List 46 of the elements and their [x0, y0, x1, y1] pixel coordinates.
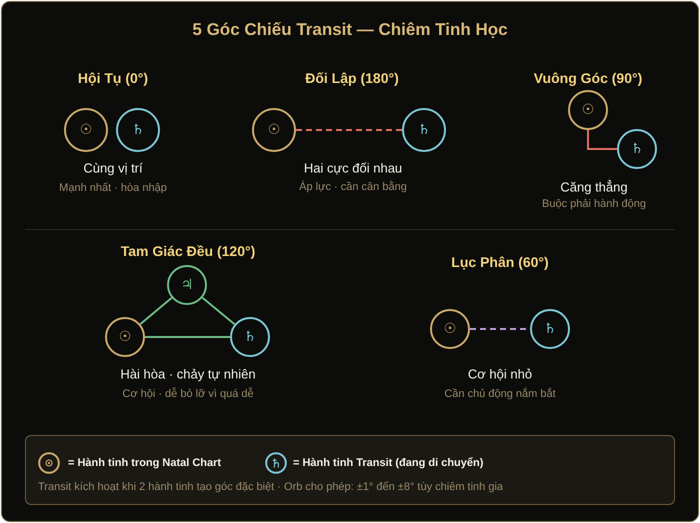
aspect-note: Cơ hội · dễ bỏ lỡ vì quá dễ: [122, 388, 254, 400]
planet-symbol: ♄: [132, 123, 144, 137]
planet-circle: [617, 129, 657, 169]
planet-circle: [116, 108, 160, 152]
planet-circle: [530, 309, 570, 349]
aspect-line: [140, 297, 172, 325]
aspect-title: Vuông Góc (90°): [534, 70, 642, 86]
aspect-line: [145, 336, 230, 338]
planet-circle: [568, 90, 608, 130]
planet-symbol: ♃: [180, 278, 194, 292]
aspect-meaning: Hai cực đối nhau: [304, 160, 402, 176]
aspect-note: Cần chủ động nắm bắt: [444, 388, 556, 400]
aspect-title: Tam Giác Đều (120°): [120, 243, 256, 259]
planet-symbol: ♄: [244, 330, 256, 344]
aspect-note: Mạnh nhất · hòa nhập: [59, 182, 167, 194]
legend-label: = Hành tinh Transit (đang di chuyển): [293, 457, 484, 469]
planet-circle: [105, 317, 145, 357]
planet-circle: [230, 317, 270, 357]
planet-symbol: ♄: [544, 322, 556, 336]
aspect-line: [202, 296, 236, 326]
planet-symbol: ☉: [582, 103, 594, 117]
aspect-note: Buộc phải hành động: [542, 198, 646, 210]
aspect-meaning: Cùng vị trí: [83, 160, 143, 176]
aspect-meaning: Cơ hội nhỏ: [468, 366, 532, 382]
aspect-title: Hội Tụ (0°): [78, 70, 148, 86]
aspect-line: [587, 130, 617, 150]
aspect-line: [296, 129, 402, 131]
planet-symbol: ♄: [630, 142, 644, 156]
planet-circle: [402, 108, 446, 152]
diagram-title: 5 Góc Chiếu Transit — Chiêm Tinh Học: [192, 20, 508, 40]
aspect-note: Áp lực · cần cân bằng: [299, 181, 407, 193]
planet-symbol: ♄: [418, 123, 430, 137]
planet-symbol: ☉: [444, 322, 456, 336]
planet-circle: [64, 108, 108, 152]
planet-symbol: ☉: [80, 123, 92, 137]
planet-circle: [252, 108, 296, 152]
legend-label: = Hành tinh trong Natal Chart: [68, 457, 222, 469]
planet-symbol: ☉: [268, 123, 280, 137]
planet-circle: [167, 265, 207, 305]
footnote-text: Transit kích hoạt khi 2 hành tinh tạo góc đặc biệt · Orb cho phép: ±1° đến ±8° tùy chiêm tinh gia: [38, 481, 504, 493]
planet-circle: [430, 309, 470, 349]
aspect-title: Đối Lập (180°): [305, 70, 399, 86]
aspect-meaning: Hài hòa · chảy tự nhiên: [120, 366, 256, 382]
aspect-title: Lục Phân (60°): [451, 254, 549, 270]
aspect-meaning: Căng thẳng: [560, 180, 628, 194]
planet-symbol: ☉: [118, 330, 132, 344]
